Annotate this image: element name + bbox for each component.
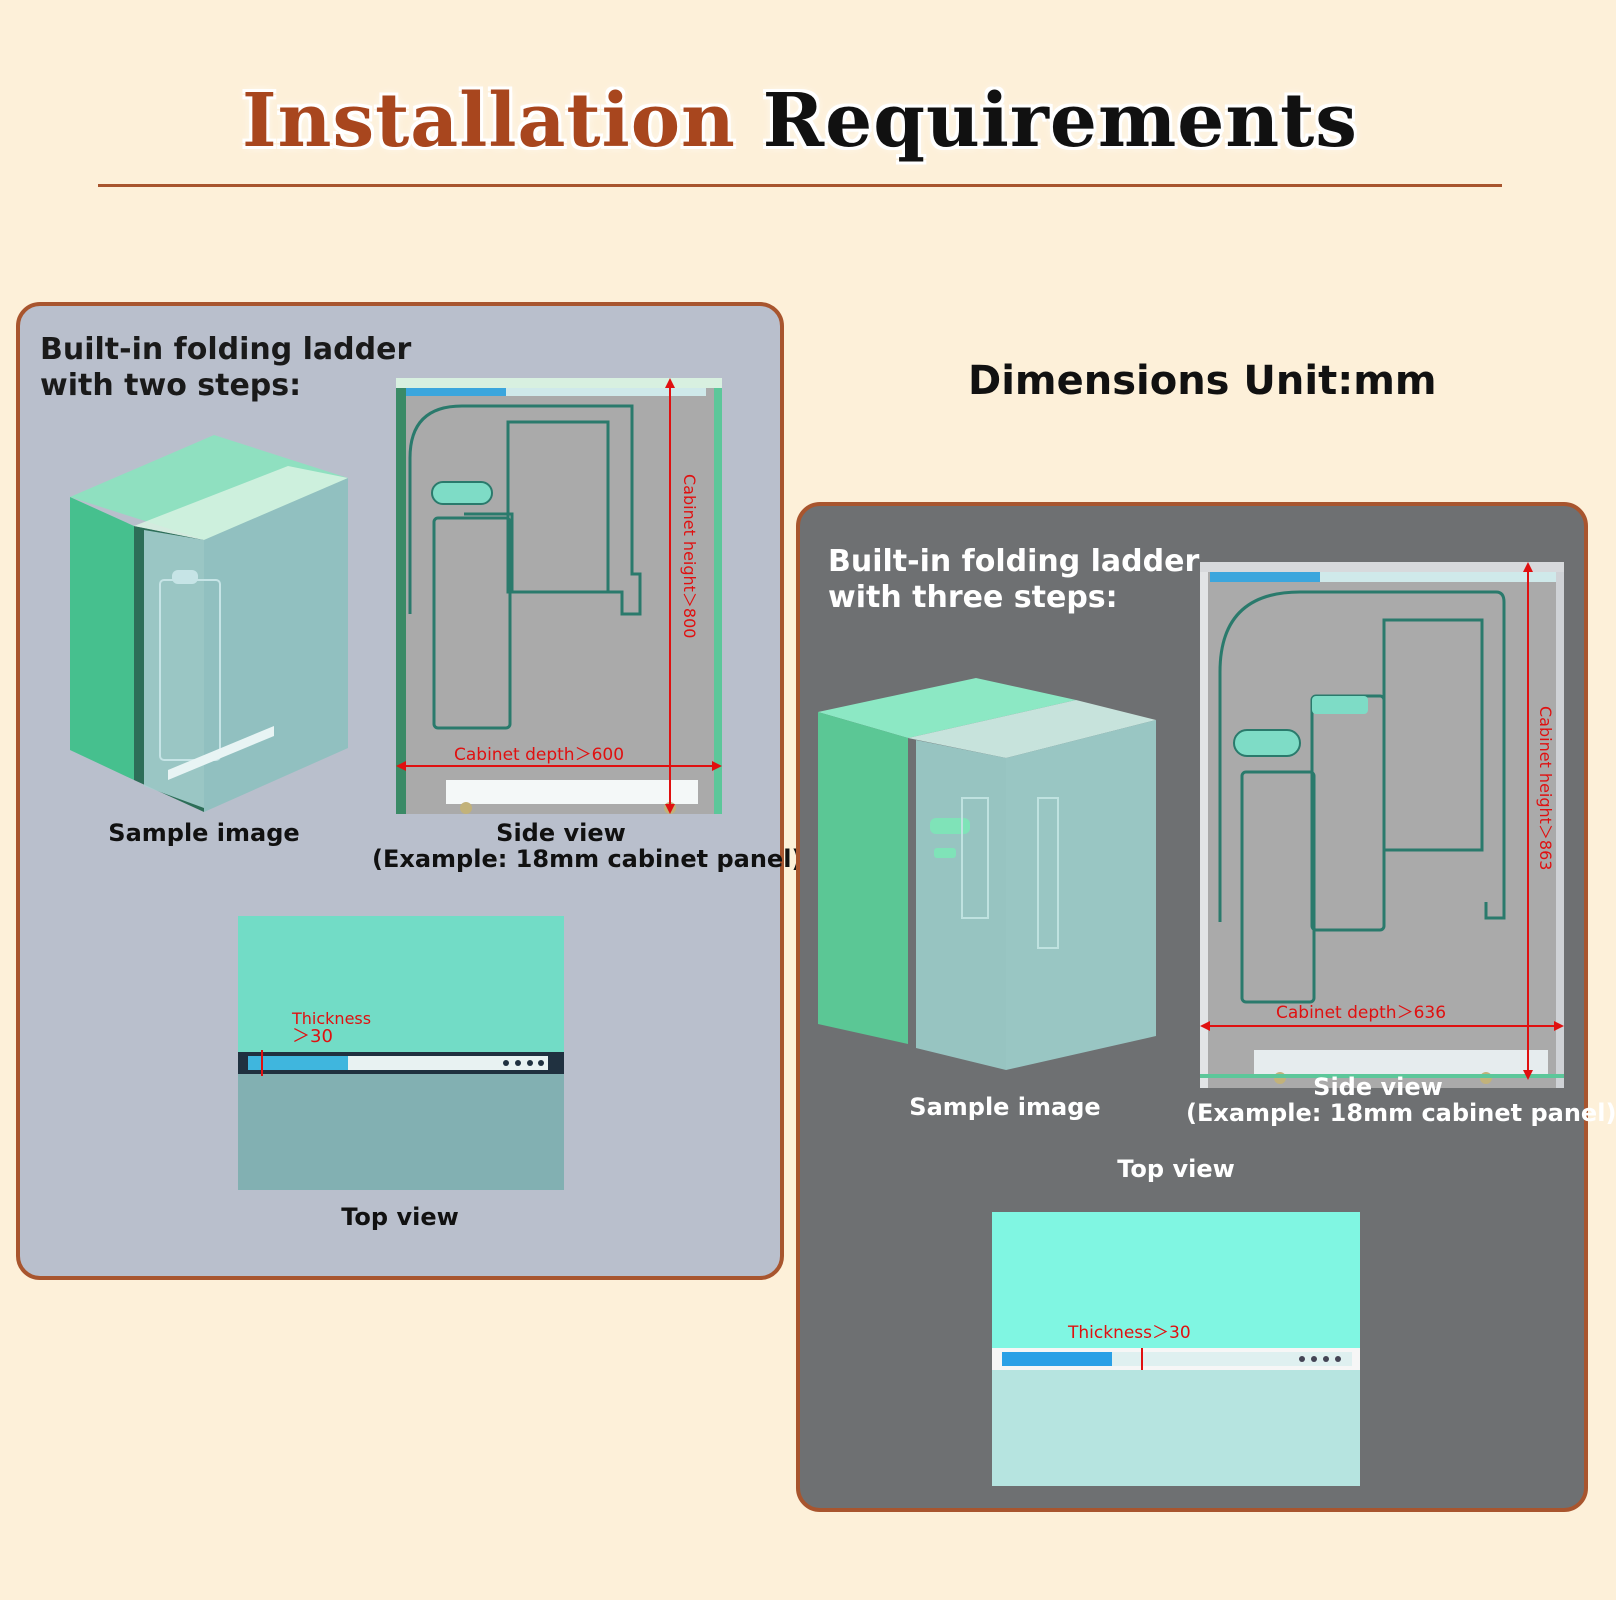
cabinet-depth-label: Cabinet depth＞636	[1276, 1003, 1446, 1023]
dimensions-unit-label: Dimensions Unit:mm	[968, 358, 1437, 404]
sample-cabinet-illustration	[818, 678, 1156, 1070]
sample-caption: Sample image	[108, 819, 300, 847]
panel-title: Built-in folding ladder with three steps…	[828, 544, 1200, 615]
side-view-diagram: Cabinet height＞863 Cabinet depth＞636	[1200, 562, 1564, 1088]
side-view-caption: Side view (Example: 18mm cabinet panel)	[1186, 1073, 1616, 1126]
sample-caption: Sample image	[909, 1093, 1101, 1121]
three-step-panel: Built-in folding ladder with three steps…	[796, 502, 1616, 1512]
sample-cabinet-illustration	[70, 435, 348, 812]
panel-title: Built-in folding ladder with two steps:	[40, 332, 412, 403]
side-view-caption-line2: (Example: 18mm cabinet panel)	[372, 845, 803, 873]
page-title: Installation Requirements	[0, 78, 1600, 164]
side-view-caption-line2: (Example: 18mm cabinet panel)	[1186, 1099, 1616, 1127]
cabinet-height-label: Cabinet height＞800	[680, 474, 699, 638]
top-view-caption: Top view	[341, 1203, 459, 1231]
side-view-caption-line1: Side view	[1313, 1073, 1443, 1101]
side-view-caption: Side view (Example: 18mm cabinet panel)	[372, 819, 802, 872]
title-word-requirements: Requirements	[762, 78, 1358, 164]
side-view-caption-line1: Side view	[496, 819, 626, 847]
top-view-diagram: Thickness＞30	[992, 1212, 1360, 1486]
title-divider	[98, 184, 1502, 187]
top-view-diagram: Thickness ＞30	[238, 916, 564, 1190]
thickness-label-line1: Thickness	[291, 1009, 371, 1028]
two-step-panel: Built-in folding ladder with two steps: …	[16, 302, 802, 1280]
side-view-diagram: Cabinet height＞800 Cabinet depth＞600	[396, 378, 722, 814]
top-view-caption: Top view	[1117, 1155, 1235, 1183]
cabinet-depth-label: Cabinet depth＞600	[454, 745, 624, 765]
thickness-label-line2: ＞30	[292, 1026, 333, 1047]
cabinet-height-label: Cabinet height＞863	[1536, 706, 1555, 870]
title-word-installation: Installation	[242, 78, 736, 164]
thickness-label: Thickness＞30	[1067, 1323, 1191, 1343]
